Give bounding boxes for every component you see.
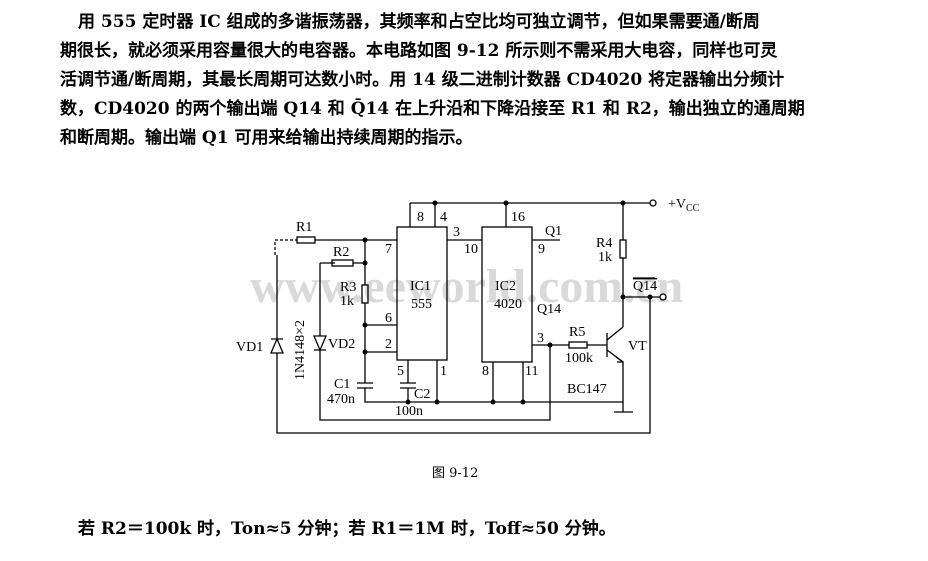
svg-text:C2: C2 <box>414 387 430 402</box>
vcc-rail <box>409 202 650 327</box>
svg-text:Q14: Q14 <box>537 302 561 317</box>
svg-text:BC147: BC147 <box>567 382 607 397</box>
svg-text:R3: R3 <box>340 280 356 295</box>
svg-text:5: 5 <box>397 364 404 379</box>
wire-vd2 <box>319 263 607 421</box>
resistor-r2 <box>331 259 354 267</box>
resistor-r1 <box>296 236 316 244</box>
resistor-r4 <box>619 239 627 259</box>
diode-vd2 <box>313 335 327 352</box>
svg-text:VD2: VD2 <box>328 337 355 352</box>
ic1-type: 555 <box>411 297 432 312</box>
diode-vd1 <box>270 337 284 354</box>
emitter-arrow-icon <box>615 356 624 363</box>
ic1-555 <box>396 226 448 361</box>
svg-text:R1: R1 <box>296 220 312 235</box>
ic2-type: 4020 <box>494 297 522 312</box>
svg-text:470n: 470n <box>327 392 355 407</box>
wire-q14bar-feedback <box>276 255 660 434</box>
svg-text:16: 16 <box>511 210 525 225</box>
svg-text:1k: 1k <box>340 294 354 309</box>
svg-text:VD1: VD1 <box>236 340 263 355</box>
capacitor-c1 <box>357 382 623 403</box>
svg-text:100n: 100n <box>395 404 423 419</box>
svg-text:4: 4 <box>440 210 447 225</box>
pin-labels: 8 4 3 7 6 2 5 1 16 10 9 3 8 11 <box>385 210 545 379</box>
ic1-label: IC1 <box>410 279 431 294</box>
ic2-4020 <box>481 226 533 363</box>
svg-text:8: 8 <box>482 364 489 379</box>
svg-text:1N4148×2: 1N4148×2 <box>293 320 308 380</box>
svg-text:3: 3 <box>453 225 460 240</box>
vcc-label: +VCC <box>668 197 700 214</box>
transistor-vt <box>606 326 633 413</box>
text-line: 和断周期。输出端 Q1 可用来给输出持续周期的指示。 <box>60 128 473 148</box>
resistor-r5 <box>568 341 588 349</box>
ic2-label: IC2 <box>495 279 516 294</box>
description-paragraph: 用 555 定时器 IC 组成的多谐振荡器，其频率和占空比均可独立调节，但如果需… <box>60 8 880 153</box>
text-line: 数，CD4020 的两个输出端 Q14 和 Q̄14 在上升沿和下降沿接至 R1… <box>60 99 805 119</box>
svg-text:R5: R5 <box>569 325 585 340</box>
text-line: 用 555 定时器 IC 组成的多谐振荡器，其频率和占空比均可独立调节，但如果需… <box>78 12 760 32</box>
text-line: 活调节通/断周期，其最长周期可达数小时。用 14 级二进制计数器 CD4020 … <box>60 70 785 90</box>
svg-text:100k: 100k <box>565 351 593 366</box>
capacitor-c2 <box>400 360 524 402</box>
svg-text:1k: 1k <box>598 250 612 265</box>
q14bar-terminal <box>659 293 667 301</box>
svg-text:11: 11 <box>525 364 538 379</box>
watermark: www.eeworld.com.cn <box>250 260 683 313</box>
wire-r1-input <box>274 239 297 255</box>
svg-text:10: 10 <box>464 242 478 257</box>
svg-text:Q14: Q14 <box>633 279 657 294</box>
svg-text:9: 9 <box>538 242 545 257</box>
svg-text:VT: VT <box>628 339 647 354</box>
junction-dots <box>362 200 653 405</box>
svg-text:8: 8 <box>417 210 424 225</box>
svg-text:1: 1 <box>440 364 447 379</box>
svg-text:R2: R2 <box>333 245 349 260</box>
svg-text:6: 6 <box>385 311 392 326</box>
svg-text:Q1: Q1 <box>545 224 562 239</box>
vcc-terminal <box>649 199 657 207</box>
resistor-r3 <box>361 284 369 304</box>
svg-text:R4: R4 <box>596 236 612 251</box>
svg-text:C1: C1 <box>334 377 350 392</box>
svg-text:3: 3 <box>537 331 544 346</box>
svg-text:7: 7 <box>385 242 392 257</box>
svg-text:2: 2 <box>385 337 392 352</box>
result-text: 若 R2＝100k 时，Ton≈5 分钟；若 R1＝1M 时，Toff≈50 分… <box>78 519 616 539</box>
text-line: 期很长，就必须采用容量很大的电容器。本电路如图 9-12 所示则不需采用大电容，… <box>60 41 778 61</box>
wire-timing <box>320 240 397 383</box>
figure-caption: 图 9-12 <box>432 466 479 481</box>
